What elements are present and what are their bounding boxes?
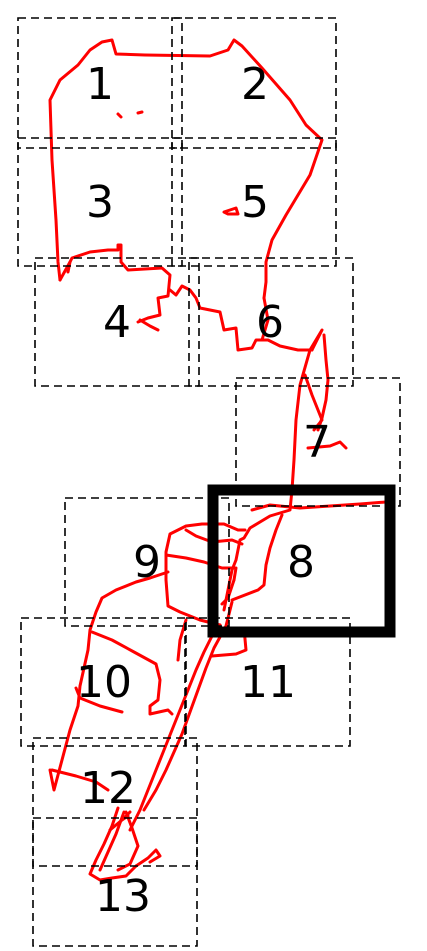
route-segment bbox=[260, 296, 270, 342]
route-segment bbox=[136, 110, 144, 115]
tile-11-border[interactable] bbox=[185, 617, 351, 747]
route-segment bbox=[164, 553, 238, 582]
tile-12-border[interactable] bbox=[32, 737, 198, 867]
tile-8-border-selected[interactable] bbox=[207, 484, 396, 638]
tile-3-border[interactable] bbox=[17, 137, 183, 267]
tile-grid bbox=[17, 17, 401, 947]
tile-6-label: 6 bbox=[256, 297, 284, 348]
route-segment bbox=[222, 206, 240, 216]
route-segment bbox=[48, 38, 324, 300]
tile-2-border[interactable] bbox=[171, 17, 337, 149]
tile-10-border[interactable] bbox=[20, 617, 186, 747]
tile-7-border[interactable] bbox=[235, 377, 401, 507]
route-segment bbox=[220, 578, 236, 606]
tile-1-label: 1 bbox=[86, 59, 114, 110]
tile-13-border[interactable] bbox=[32, 817, 198, 947]
route-segment bbox=[122, 810, 132, 820]
tile-12-label: 12 bbox=[80, 763, 136, 814]
route-segment bbox=[58, 243, 172, 324]
route-segment bbox=[90, 630, 174, 716]
route-segment bbox=[48, 570, 170, 792]
tile-9-border[interactable] bbox=[64, 497, 230, 627]
route-segment bbox=[250, 496, 394, 512]
route-segment bbox=[230, 513, 284, 602]
tile-8-label: 8 bbox=[287, 537, 315, 588]
tile-3-label: 3 bbox=[86, 177, 114, 228]
route-segment bbox=[88, 806, 138, 882]
tile-11-label: 11 bbox=[240, 657, 296, 708]
route-segment bbox=[50, 768, 110, 792]
route-segment bbox=[176, 618, 188, 662]
tile-6-border[interactable] bbox=[188, 257, 354, 387]
route-segment bbox=[138, 318, 160, 332]
tile-9-label: 9 bbox=[133, 537, 161, 588]
tile-5-label: 5 bbox=[241, 177, 269, 228]
tile-4-border[interactable] bbox=[34, 257, 200, 387]
route-segment bbox=[164, 522, 247, 627]
tile-13-label: 13 bbox=[95, 871, 151, 922]
route-segment bbox=[116, 112, 123, 119]
route-segment bbox=[116, 810, 140, 872]
tile-10-label: 10 bbox=[76, 657, 132, 708]
tile-4-label: 4 bbox=[103, 297, 131, 348]
route-segment bbox=[142, 600, 234, 812]
route-segment bbox=[66, 260, 72, 274]
tile-2-label: 2 bbox=[241, 59, 269, 110]
route-segment bbox=[134, 848, 162, 868]
route-segment bbox=[306, 440, 348, 450]
tile-1-border[interactable] bbox=[17, 17, 183, 149]
route-segment bbox=[128, 623, 222, 832]
route-segment bbox=[74, 686, 124, 714]
route-network bbox=[48, 38, 394, 882]
route-segment bbox=[168, 284, 314, 352]
route-segment bbox=[316, 333, 330, 432]
route-segment bbox=[222, 488, 294, 612]
route-segment bbox=[210, 626, 248, 658]
tile-labels: 1 2 3 5 4 6 7 9 8 10 11 12 13 bbox=[76, 59, 331, 922]
tile-5-border[interactable] bbox=[171, 137, 337, 267]
tile-7-label: 7 bbox=[303, 417, 331, 468]
route-segment bbox=[290, 328, 324, 492]
